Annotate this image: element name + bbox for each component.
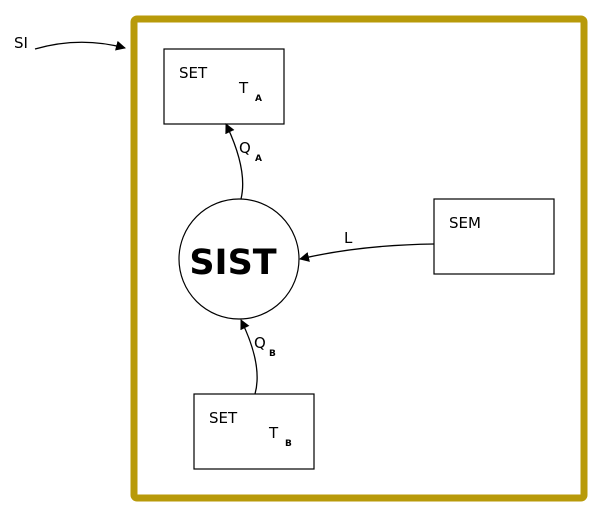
set-a-node: SET T A: [163, 48, 285, 125]
edge-qa-var: Q: [239, 139, 251, 157]
sist-label: SIST: [189, 243, 276, 283]
set-b-var: T: [268, 424, 279, 442]
edge-qa-sub: A: [255, 154, 262, 164]
sist-node: SIST: [178, 198, 300, 320]
edge-l-label: L: [344, 229, 353, 247]
edge-qb-sub: B: [269, 349, 276, 359]
edge-qa: [225, 123, 244, 200]
edge-qb-var: Q: [254, 334, 266, 352]
external-arrow: [34, 40, 126, 51]
set-a-label: SET: [179, 64, 208, 82]
set-b-label: SET: [209, 409, 238, 427]
external-label: SI: [14, 34, 28, 52]
sem-node: SEM: [433, 198, 555, 275]
set-b-node: SET T B: [193, 393, 315, 470]
system-boundary-frame: [130, 15, 588, 502]
set-a-sub: A: [255, 94, 262, 104]
edge-qb: [240, 319, 258, 395]
edge-l: [299, 243, 435, 262]
sem-label: SEM: [449, 214, 481, 232]
set-b-sub: B: [285, 439, 292, 449]
set-a-var: T: [238, 79, 249, 97]
